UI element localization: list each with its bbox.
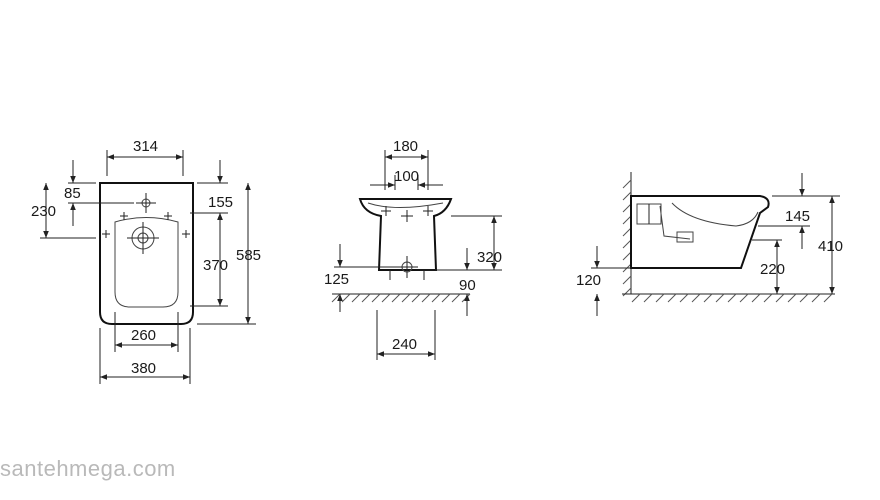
dim-rim-height: 145 [785,208,810,225]
wall-hatch [622,179,632,297]
dim-base-width: 240 [392,336,417,353]
bidet-outline-side [630,195,770,269]
dim-top-width: 314 [133,138,158,155]
dim-top-to-center: 230 [31,203,56,220]
front-view: 180 100 320 125 90 240 [324,138,502,360]
floor-hatch-side [631,293,833,303]
dim-floor-to-outlet: 125 [324,271,349,288]
dim-outlet-offset: 90 [459,277,476,294]
dim-fixing-spacing: 100 [394,168,419,185]
dim-front-height: 320 [477,249,502,266]
dim-rim-to-tap: 155 [208,194,233,211]
dim-total-height: 410 [818,238,843,255]
floor-hatch-front [331,293,471,303]
dim-inlet-height: 220 [760,261,785,278]
bidet-outline-front [358,198,453,271]
dim-inner-width: 260 [131,327,156,344]
waste-fitting [676,231,694,243]
side-view: 145 410 220 120 [576,172,843,316]
dim-hole-spacing: 370 [203,257,228,274]
bidet-outline-top [99,182,194,325]
watermark-text: santehmega.com [0,456,176,481]
dim-front-top-width: 180 [393,138,418,155]
bowl-inner-top [114,217,179,308]
dim-length: 585 [236,247,261,264]
fixing-marks-top [102,212,190,238]
dim-top-to-tap: 85 [64,185,81,202]
dim-floor-to-base: 120 [576,272,601,289]
top-view: 314 85 230 155 370 585 260 380 [31,138,261,384]
dim-outer-width: 380 [131,360,156,377]
